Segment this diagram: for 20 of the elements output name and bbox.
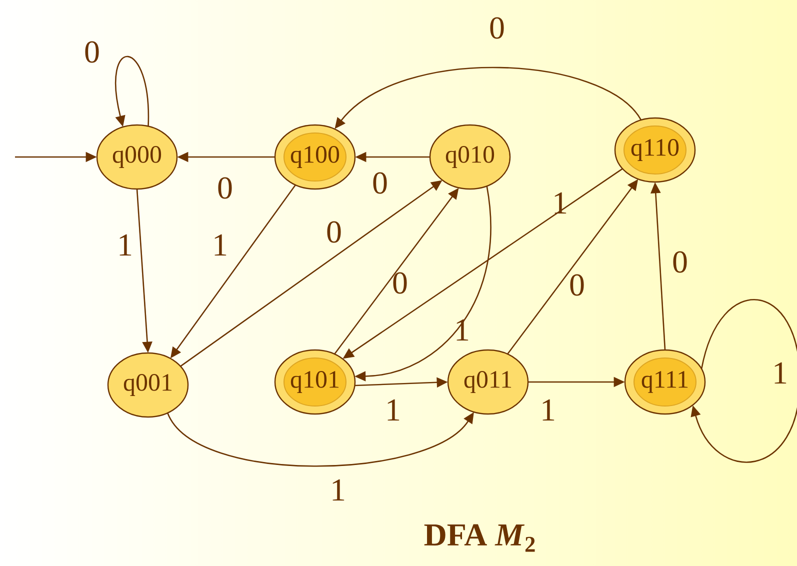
edge-label: 1 <box>120 234 132 256</box>
edge-label: 0 <box>673 251 687 273</box>
edge-label: 1 <box>774 362 786 384</box>
edge-label: 0 <box>393 272 407 294</box>
accepting-state: q100 <box>274 124 356 190</box>
edge-label: 0 <box>490 17 504 39</box>
self-loop-arrow <box>690 299 797 463</box>
accepting-state: q111 <box>624 349 706 415</box>
edge-label: 0 <box>327 221 341 243</box>
edge-label: 1 <box>542 399 554 421</box>
accepting-state: q101 <box>274 349 356 415</box>
title: DFA M$_{2}$ <box>424 524 535 552</box>
edge-label: 1 <box>214 234 226 256</box>
edge-label: 1 <box>332 479 344 501</box>
accepting-state: q110 <box>614 117 696 183</box>
edge-label: 0 <box>85 41 99 63</box>
edge-label: 0 <box>218 177 232 199</box>
edge-label: 1 <box>388 399 400 421</box>
edge-label: 0 <box>570 274 584 296</box>
edge-label: 0 <box>373 172 387 194</box>
